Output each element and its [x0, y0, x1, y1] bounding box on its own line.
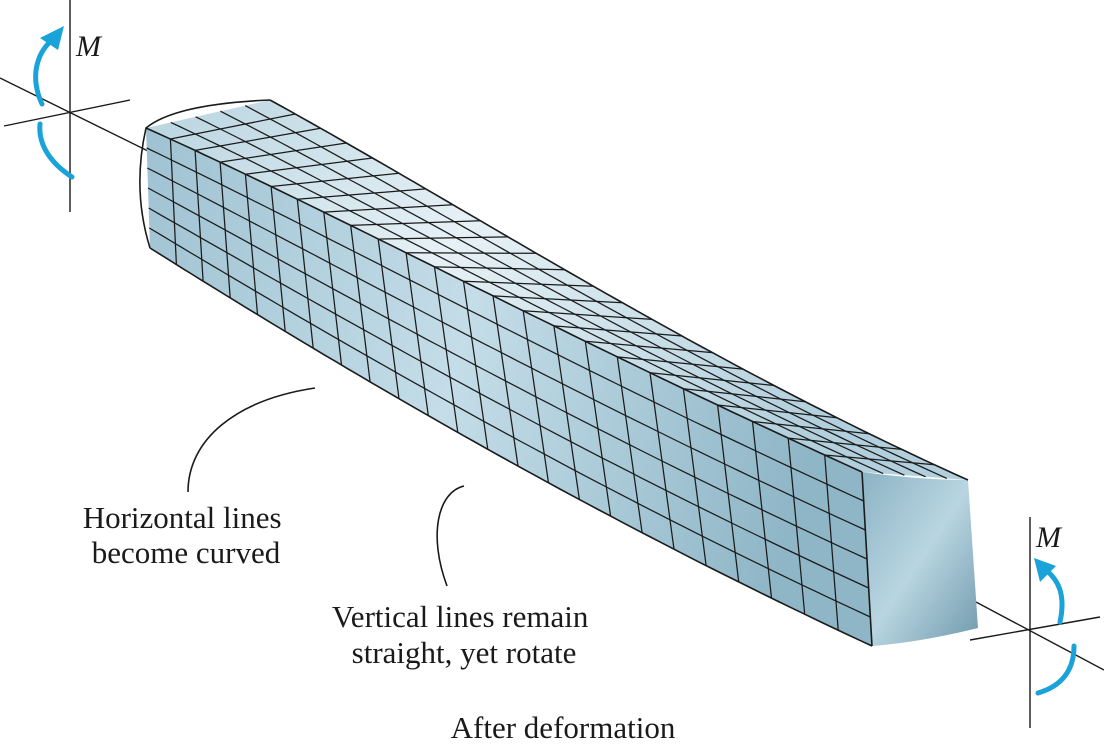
beam-top-transverse-line — [463, 280, 594, 287]
beam-top-transverse-line — [297, 188, 426, 200]
vertical-lines-label: Vertical lines remain straight, yet rota… — [332, 599, 596, 670]
horizontal-lines-leader — [187, 387, 316, 493]
beam-horizontal-grid-line — [148, 227, 871, 618]
beam-top-transverse-line — [323, 204, 453, 213]
moment-label-right: M — [1035, 521, 1063, 554]
beam-top-transverse-line — [492, 295, 623, 304]
beam-side-face — [146, 128, 872, 646]
horizontal-lines-label-line1: Horizontal lines — [83, 500, 282, 535]
vertical-lines-label-line1: Vertical lines remain — [332, 599, 589, 634]
beam-top-transverse-line — [585, 340, 713, 354]
beam-top-transverse-line — [617, 356, 744, 370]
horizontal-lines-label-line2: become curved — [92, 535, 281, 570]
beam-top-transverse-line — [523, 310, 653, 321]
beam-horizontal-grid-line — [147, 167, 866, 531]
moment-label-left: M — [75, 30, 103, 63]
deformed-beam — [139, 99, 978, 647]
beam-top-transverse-line — [824, 454, 935, 466]
caption: After deformation — [451, 710, 676, 745]
beam-top-transverse-line — [271, 172, 400, 188]
beam-top-transverse-line — [245, 157, 373, 175]
beam-top-longitudinal-line — [244, 105, 948, 479]
beam-horizontal-grid-line — [147, 187, 868, 560]
beam-top-transverse-line — [553, 325, 683, 337]
vertical-lines-label-line2: straight, yet rotate — [352, 635, 577, 670]
left-moment-arrow — [33, 26, 75, 180]
beam-top-transverse-line — [378, 236, 509, 240]
beam-end-face — [862, 472, 978, 646]
beam-top-transverse-line — [434, 266, 565, 271]
beam-top-transverse-line — [788, 437, 902, 451]
beam-horizontal-grid-line — [148, 207, 869, 589]
left-axis-system — [0, 0, 151, 212]
beam-top-transverse-line — [649, 372, 775, 387]
beam-top-transverse-line — [194, 127, 321, 152]
beam-top-longitudinal-line — [170, 121, 884, 475]
beam-outline — [139, 99, 969, 647]
beam-top-transverse-line — [752, 420, 870, 435]
beam-top-transverse-line — [717, 404, 838, 419]
beam-top-transverse-line — [170, 113, 296, 140]
beam-top-transverse-line — [406, 252, 537, 254]
beam-top-transverse-line — [220, 142, 347, 163]
beam-top-longitudinal-line — [220, 110, 926, 478]
beam-top-grid-lines — [170, 105, 948, 479]
beam-top-transverse-line — [350, 220, 481, 227]
right-moment-arrow — [1034, 558, 1077, 696]
beam-horizontal-grid-line — [146, 147, 864, 502]
beam-side-grid-lines — [146, 138, 871, 631]
vertical-lines-leader — [436, 485, 465, 587]
beam-top-longitudinal-line — [195, 116, 905, 476]
beam-top-transverse-line — [683, 388, 806, 403]
horizontal-lines-label: Horizontal lines become curved — [83, 500, 290, 570]
